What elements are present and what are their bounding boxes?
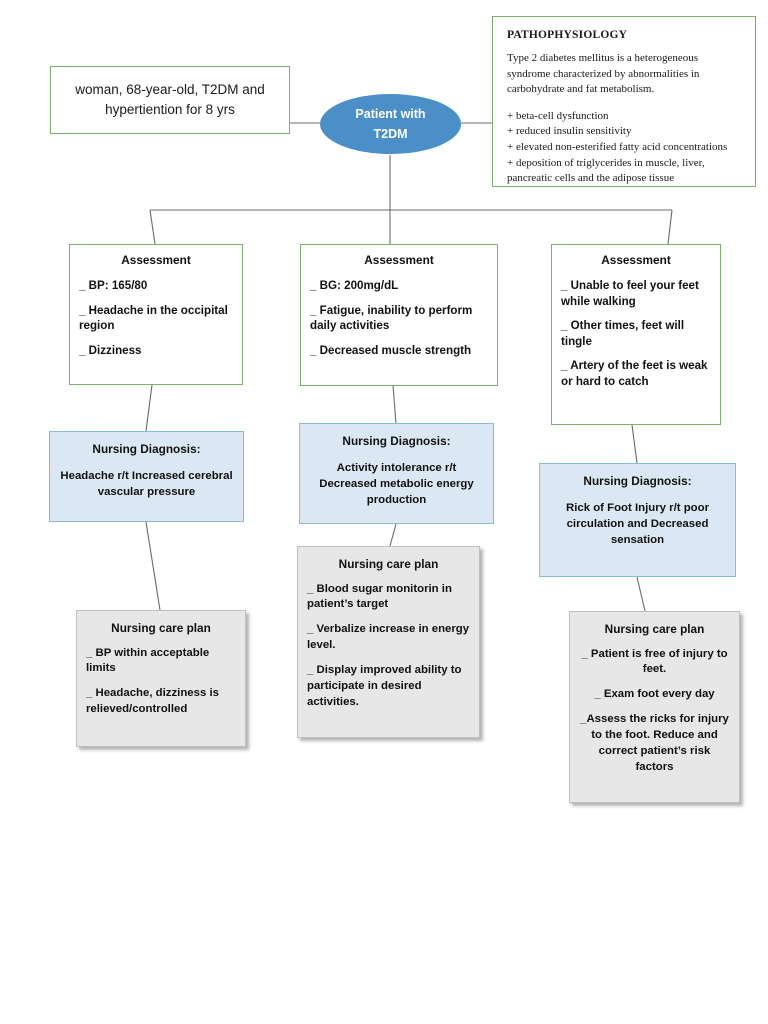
- nursing-care-plan-box-1: Nursing care plan _ BP within acceptable…: [76, 610, 246, 747]
- assessment-item: _ BG: 200mg/dL: [310, 278, 399, 292]
- assessment-heading: Assessment: [601, 253, 671, 267]
- pathophysiology-item: + reduced insulin sensitivity: [507, 125, 632, 138]
- careplan-item: _Assess the ricks for injury to the foot…: [580, 713, 729, 774]
- connector-diagnosis3-to-careplan3: [636, 576, 646, 612]
- pathophysiology-list: + beta-cell dysfunction + reduced insuli…: [507, 109, 741, 187]
- careplan-item: _ Verbalize increase in energy level.: [307, 623, 470, 652]
- careplan-heading: Nursing care plan: [111, 621, 211, 635]
- careplan-item: _ Exam foot every day: [594, 688, 715, 701]
- patient-info-line1: woman, 68-year-old, T2DM and: [75, 81, 265, 97]
- assessment-item: _ Decreased muscle strength: [310, 343, 472, 357]
- assessment-item: _ Headache in the occipital region: [79, 303, 228, 333]
- assessment-item: _ BP: 165/80: [79, 278, 148, 292]
- careplan-item: _ Display improved ability to participat…: [307, 664, 462, 709]
- center-node-line2: T2DM: [373, 127, 408, 141]
- nursing-care-plan-box-2: Nursing care plan _ Blood sugar monitori…: [297, 546, 480, 738]
- assessment-item: _ Unable to feel your feet while walking: [561, 278, 699, 308]
- center-node-patient-with-t2dm: Patient with T2DM: [320, 94, 461, 154]
- diagnosis-body: Headache r/t Increased cerebral vascular…: [60, 469, 233, 498]
- assessment-box-2: Assessment _ BG: 200mg/dL _ Fatigue, ina…: [300, 244, 498, 386]
- diagnosis-heading: Nursing Diagnosis:: [342, 434, 451, 448]
- connector-assessment1-to-diagnosis1: [145, 384, 153, 432]
- pathophysiology-body: Type 2 diabetes mellitus is a heterogene…: [507, 52, 700, 96]
- patient-info-text: woman, 68-year-old, T2DM and hypertienti…: [75, 80, 265, 121]
- careplan-item: _ Patient is free of injury to feet.: [581, 647, 728, 676]
- careplan-heading: Nursing care plan: [604, 622, 705, 636]
- pathophysiology-box: PATHOPHYSIOLOGY Type 2 diabetes mellitus…: [492, 16, 756, 187]
- assessment-box-1: Assessment _ BP: 165/80 _ Headache in th…: [69, 244, 243, 385]
- diagnosis-heading: Nursing Diagnosis:: [92, 442, 201, 456]
- assessment-item: _ Other times, feet will tingle: [561, 319, 685, 348]
- assessment-item: _ Dizziness: [79, 343, 142, 357]
- patient-info-line2: hypertiention for 8 yrs: [105, 102, 235, 117]
- assessment-box-3: Assessment _ Unable to feel your feet wh…: [551, 244, 721, 425]
- nursing-diagnosis-box-3: Nursing Diagnosis: Rick of Foot Injury r…: [539, 463, 736, 577]
- nursing-diagnosis-box-1: Nursing Diagnosis: Headache r/t Increase…: [49, 431, 244, 522]
- connector-diagnosis1-to-careplan1: [145, 521, 161, 611]
- center-node-line1: Patient with: [355, 107, 426, 121]
- pathophysiology-item: + beta-cell dysfunction: [507, 109, 609, 122]
- careplan-heading: Nursing care plan: [338, 557, 439, 571]
- assessment-heading: Assessment: [364, 253, 434, 267]
- connector-bar-to-assessment-1: [149, 209, 156, 245]
- connector-assessment3-to-diagnosis3: [631, 424, 638, 464]
- diagnosis-body: Activity intolerance r/t Decreased metab…: [319, 461, 474, 507]
- pathophysiology-item: + deposition of triglycerides in muscle,…: [507, 156, 705, 185]
- nursing-diagnosis-box-2: Nursing Diagnosis: Activity intolerance …: [299, 423, 494, 524]
- diagnosis-body: Rick of Foot Injury r/t poor circulation…: [565, 501, 709, 547]
- center-node-text: Patient with T2DM: [355, 104, 425, 144]
- careplan-item: _ BP within acceptable limits: [86, 646, 210, 675]
- pathophysiology-item: + elevated non-esterified fatty acid con…: [507, 141, 728, 154]
- connector-bar-to-assessment-3: [667, 209, 673, 245]
- assessment-heading: Assessment: [121, 253, 191, 267]
- connector-diagnosis2-to-careplan2: [389, 523, 397, 547]
- careplan-item: _ Blood sugar monitorin in patient’s tar…: [307, 582, 452, 611]
- nursing-care-plan-box-3: Nursing care plan _ Patient is free of i…: [569, 611, 740, 803]
- assessment-item: _ Fatigue, inability to perform daily ac…: [310, 303, 473, 333]
- careplan-item: _ Headache, dizziness is relieved/contro…: [86, 687, 219, 716]
- patient-info-box: woman, 68-year-old, T2DM and hypertienti…: [50, 66, 290, 134]
- diagnosis-heading: Nursing Diagnosis:: [583, 474, 692, 488]
- pathophysiology-title: PATHOPHYSIOLOGY: [507, 29, 628, 41]
- assessment-item: _ Artery of the feet is weak or hard to …: [561, 359, 708, 389]
- connector-assessment2-to-diagnosis2: [392, 385, 397, 424]
